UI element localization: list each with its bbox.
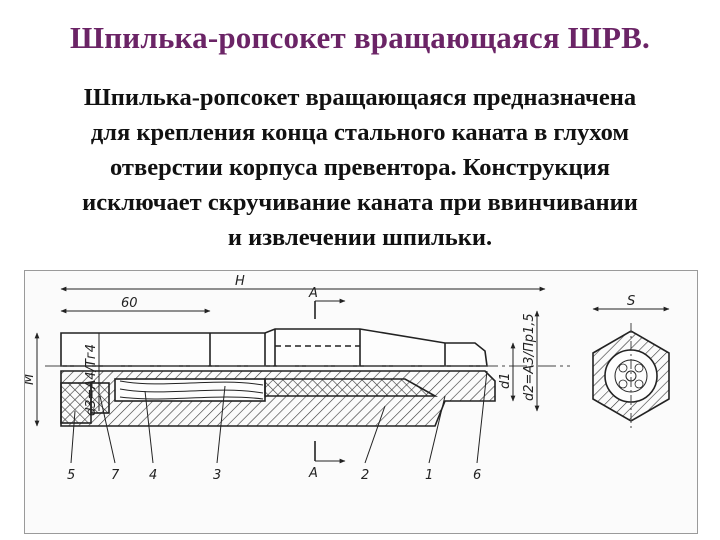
description-line-5: и извлечении шпильки. xyxy=(227,224,493,251)
dim-d1-label: d1 xyxy=(498,372,513,389)
part-label-3: 3 xyxy=(213,468,221,483)
description-line-1: Шпилька-ропсокет вращающаяся предназначе… xyxy=(83,84,637,111)
description-line-4: исключает скручивание каната при ввинчив… xyxy=(82,189,638,216)
slide-title: Шпилька-ропсокет вращающаяся ШРВ. xyxy=(69,20,651,55)
description-line-3: отверстии корпуса превентора. Конструкци… xyxy=(110,154,610,181)
dim-h-label: H xyxy=(235,274,245,289)
part-label-5: 5 xyxy=(67,468,75,483)
part-leaders xyxy=(70,370,488,464)
part-label-6: 6 xyxy=(473,468,481,483)
dim-s-label: S xyxy=(627,294,635,309)
dim-m-label: M xyxy=(25,374,37,385)
part-label-4: 4 xyxy=(149,468,157,483)
spindle-upper-view xyxy=(60,328,488,367)
dim-d3-label: d3=A4/Тг4 xyxy=(84,344,99,416)
part-label-2: 2 xyxy=(361,468,369,483)
drawing-svg: H 60 A A M d3=A4/Тг4 d1 d2=A3/Пр1,5 xyxy=(25,274,670,483)
part-label-1: 1 xyxy=(425,468,433,483)
dim-60-label: 60 xyxy=(121,296,138,311)
description-text: Шпилька-ропсокет вращающаяся предназначе… xyxy=(30,80,690,255)
hex-end-view xyxy=(592,330,670,422)
part-label-7: 7 xyxy=(111,468,120,483)
section-a-bottom-label: A xyxy=(308,466,318,481)
spindle-section xyxy=(60,370,496,427)
description-line-2: для крепления конца стального каната в г… xyxy=(90,119,630,146)
section-a-top-label: A xyxy=(308,286,318,301)
dim-d2-label: d2=A3/Пр1,5 xyxy=(522,313,537,401)
technical-drawing: H 60 A A M d3=A4/Тг4 d1 d2=A3/Пр1,5 xyxy=(24,270,698,534)
